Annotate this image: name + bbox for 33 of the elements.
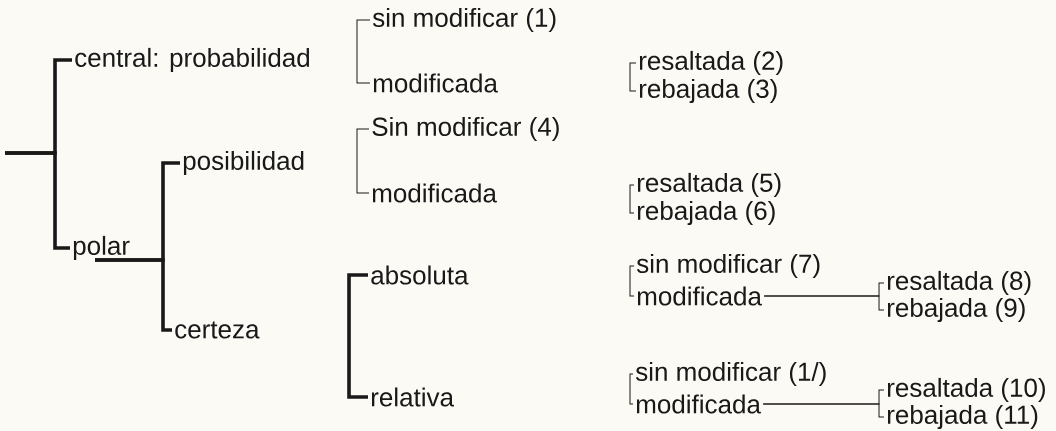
- item-label: resaltada (5): [637, 172, 781, 198]
- item-label: Sin modificar (4): [372, 116, 559, 142]
- item-label: absoluta: [371, 265, 469, 285]
- item-label: posibilidad: [183, 150, 304, 176]
- item-label: modificada: [373, 73, 498, 93]
- item-label: rebajada (3): [639, 78, 777, 104]
- item-label: resaltada (10): [887, 377, 1045, 403]
- item-label: polar: [73, 235, 130, 261]
- item-label: certeza: [175, 321, 260, 339]
- item-label: rebajada (9): [887, 297, 1025, 323]
- bracket-line: [629, 62, 637, 92]
- item-label: rebajada (11): [887, 404, 1038, 430]
- bracket-line: [762, 403, 885, 418]
- item-label: resaltada (8): [887, 270, 1031, 296]
- item-label: central: probabilidad: [75, 47, 310, 73]
- bracket-line: [356, 19, 371, 84]
- bracket-line: [5, 151, 70, 250]
- item-label: modificada: [636, 394, 761, 414]
- item-label: resaltada (2): [639, 50, 783, 76]
- item-label: rebajada (6): [637, 200, 775, 226]
- bracket-line: [347, 273, 368, 399]
- bracket-line: [629, 373, 634, 405]
- bracket-line: [763, 295, 885, 311]
- item-label: modificada: [372, 183, 497, 203]
- item-label: sin modificar (7): [636, 253, 820, 279]
- item-label: relativa: [371, 387, 454, 407]
- bracket-line: [629, 265, 635, 297]
- item-label: sin modificar (1): [372, 7, 556, 33]
- item-label: sin modificar (1/): [635, 361, 826, 387]
- bracket-line: [356, 128, 370, 194]
- item-label: modificada: [637, 286, 762, 306]
- bracket-line: [629, 184, 635, 214]
- bracket-line: [95, 258, 172, 332]
